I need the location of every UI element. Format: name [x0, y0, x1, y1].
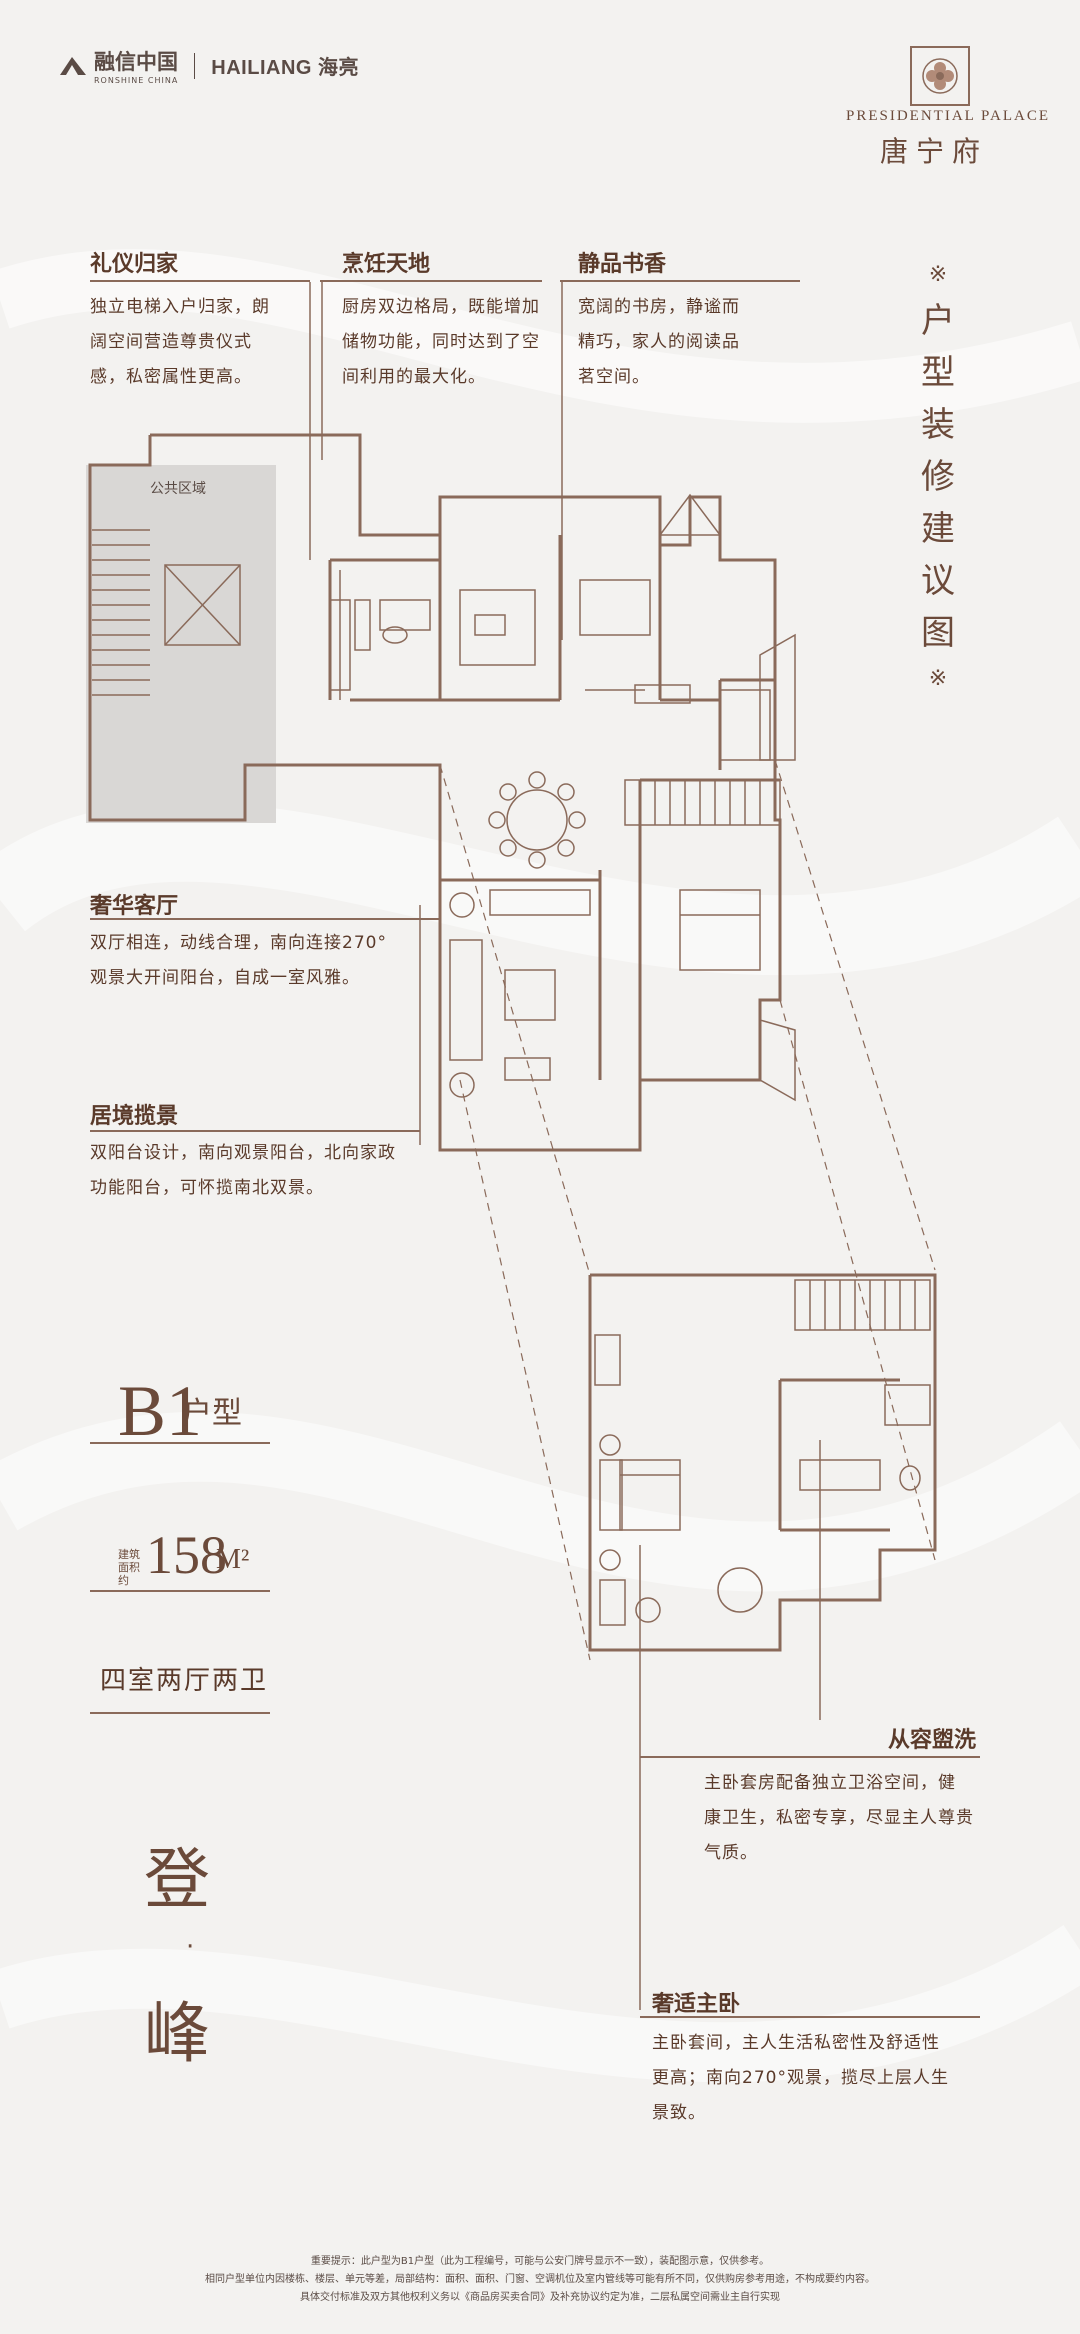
section-pengren: 烹饪天地 厨房双边格局，既能增加 储物功能，同时达到了空 间利用的最大化。: [342, 246, 540, 395]
section-body: 宽阔的书房，静谧而 精巧，家人的阅读品 茗空间。: [578, 290, 740, 395]
logo-divider: [194, 52, 196, 79]
public-area-zone: [86, 465, 276, 823]
hailiang-logo: HAILIANG 海亮: [211, 57, 360, 79]
side-title-vertical: ※ 户 型 装 修 建 议 图 ※: [918, 255, 958, 699]
section-underline: [90, 1130, 420, 1132]
disclaimer-line: 相同户型单位内因楼栋、楼层、单元等差，局部结构：面积、面积、门窗、空调机位及室内…: [205, 2274, 875, 2285]
section-line: 厨房双边格局，既能增加: [342, 297, 540, 317]
section-line: 康卫生，私密专享，尽显主人尊贵: [704, 1808, 974, 1828]
slogan-top: 登: [144, 1841, 210, 1918]
section-title: 从容盥洗: [888, 1728, 977, 1753]
unit-divider: [90, 1712, 270, 1714]
area-label: 建筑面积约: [118, 1548, 140, 1587]
section-line: 精巧，家人的阅读品: [578, 332, 740, 352]
section-line: 景致。: [652, 2103, 706, 2123]
side-title-char: ※: [928, 262, 948, 287]
section-line: 感，私密属性更高。: [90, 367, 252, 387]
palace-name-cn: 唐宁府: [880, 135, 989, 168]
section-line: 双阳台设计，南向观景阳台，北向家政: [90, 1143, 396, 1163]
section-title: 静品书香: [578, 252, 667, 277]
side-title-char: 议: [921, 561, 955, 601]
section-line: 茗空间。: [578, 367, 650, 387]
section-title: 礼仪归家: [90, 252, 179, 277]
section-line: 功能阳台，可怀揽南北双景。: [90, 1178, 324, 1198]
side-title-char: 建: [921, 509, 955, 549]
section-underline: [560, 280, 800, 282]
section-underline: [320, 280, 542, 282]
section-body: 厨房双边格局，既能增加 储物功能，同时达到了空 间利用的最大化。: [342, 290, 540, 395]
section-body: 独立电梯入户归家，朗 阔空间营造尊贵仪式 感，私密属性更高。: [90, 290, 270, 395]
section-liyi: 礼仪归家 独立电梯入户归家，朗 阔空间营造尊贵仪式 感，私密属性更高。: [90, 246, 270, 395]
section-title: 烹饪天地: [342, 252, 431, 277]
section-underline: [90, 280, 310, 282]
rongxin-logo: 融信中国 RONSHINE CHINA: [58, 46, 178, 85]
side-title-char: 装: [921, 405, 955, 445]
section-jingpin: 静品书香 宽阔的书房，静谧而 精巧，家人的阅读品 茗空间。: [578, 246, 740, 395]
side-title-char: ※: [928, 666, 948, 691]
section-congrong-body: 主卧套房配备独立卫浴空间，健 康卫生，私密专享，尽显主人尊贵 气质。: [704, 1766, 974, 1871]
section-jujing: 居境揽景 双阳台设计，南向观景阳台，北向家政 功能阳台，可怀揽南北双景。: [90, 1098, 396, 1206]
disclaimer-line: 具体交付标准及双方其他权利义务以《商品房买卖合同》及补充协议约定为准，二层私属空…: [300, 2292, 780, 2303]
palace-seal-icon: [910, 46, 970, 106]
slogan-bottom: 峰: [144, 1995, 210, 2072]
section-line: 观景大开间阳台，自成一室风雅。: [90, 968, 360, 988]
side-title-char: 修: [921, 457, 955, 497]
section-line: 气质。: [704, 1843, 758, 1863]
section-underline: [640, 2016, 980, 2018]
rongxin-name-cn: 融信中国: [94, 50, 178, 74]
section-line: 主卧套间，主人生活私密性及舒适性: [652, 2033, 940, 2053]
area-unit: M²: [216, 1544, 250, 1575]
section-shehua: 奢华客厅 双厅相连，动线合理，南向连接270° 观景大开间阳台，自成一室风雅。: [90, 888, 387, 996]
section-underline: [90, 918, 440, 920]
disclaimer-line: 重要提示：此户型为B1户型（此为工程编号，可能与公安门牌号显示不一致），装配图示…: [310, 2256, 770, 2267]
unit-type-code: B1: [118, 1371, 203, 1451]
side-title-char: 型: [921, 353, 955, 393]
unit-divider: [90, 1442, 270, 1444]
section-title: 奢华客厅: [90, 894, 179, 919]
section-body: 双厅相连，动线合理，南向连接270° 观景大开间阳台，自成一室风雅。: [90, 926, 387, 996]
rongxin-name-en: RONSHINE CHINA: [94, 76, 179, 85]
header-logos: 融信中国 RONSHINE CHINA HAILIANG 海亮: [58, 46, 359, 85]
section-line: 间利用的最大化。: [342, 367, 486, 387]
rongxin-mark-icon: [60, 56, 86, 75]
section-title: 奢适主卧: [652, 1992, 741, 2017]
public-area-label: 公共区域: [150, 481, 206, 497]
section-title: 居境揽景: [90, 1104, 179, 1129]
section-line: 储物功能，同时达到了空: [342, 332, 540, 352]
section-line: 双厅相连，动线合理，南向连接270°: [90, 933, 387, 953]
area-value: 158: [146, 1525, 227, 1585]
side-title-char: 图: [921, 613, 955, 653]
slogan-dot: ·: [186, 1932, 195, 1962]
section-line: 阔空间营造尊贵仪式: [90, 332, 252, 352]
section-line: 主卧套房配备独立卫浴空间，健: [704, 1773, 956, 1793]
section-shezhu-body: 主卧套间，主人生活私密性及舒适性 更高；南向270°观景，揽尽上层人生 景致。: [652, 2026, 949, 2131]
palace-name-en: PRESIDENTIAL PALACE: [846, 108, 1050, 124]
unit-divider: [90, 1590, 270, 1592]
section-congrong-title-wrap: 从容盥洗: [888, 1722, 976, 1754]
section-shezhu-title-wrap: 奢适主卧: [652, 1986, 740, 2018]
section-line: 更高；南向270°观景，揽尽上层人生: [652, 2068, 949, 2088]
unit-type-label: 户型: [182, 1396, 242, 1431]
section-body: 双阳台设计，南向观景阳台，北向家政 功能阳台，可怀揽南北双景。: [90, 1136, 396, 1206]
side-title-char: 户: [921, 301, 955, 341]
section-underline: [640, 1756, 980, 1758]
room-summary: 四室两厅两卫: [100, 1666, 269, 1696]
section-line: 独立电梯入户归家，朗: [90, 297, 270, 317]
section-line: 宽阔的书房，静谧而: [578, 297, 740, 317]
